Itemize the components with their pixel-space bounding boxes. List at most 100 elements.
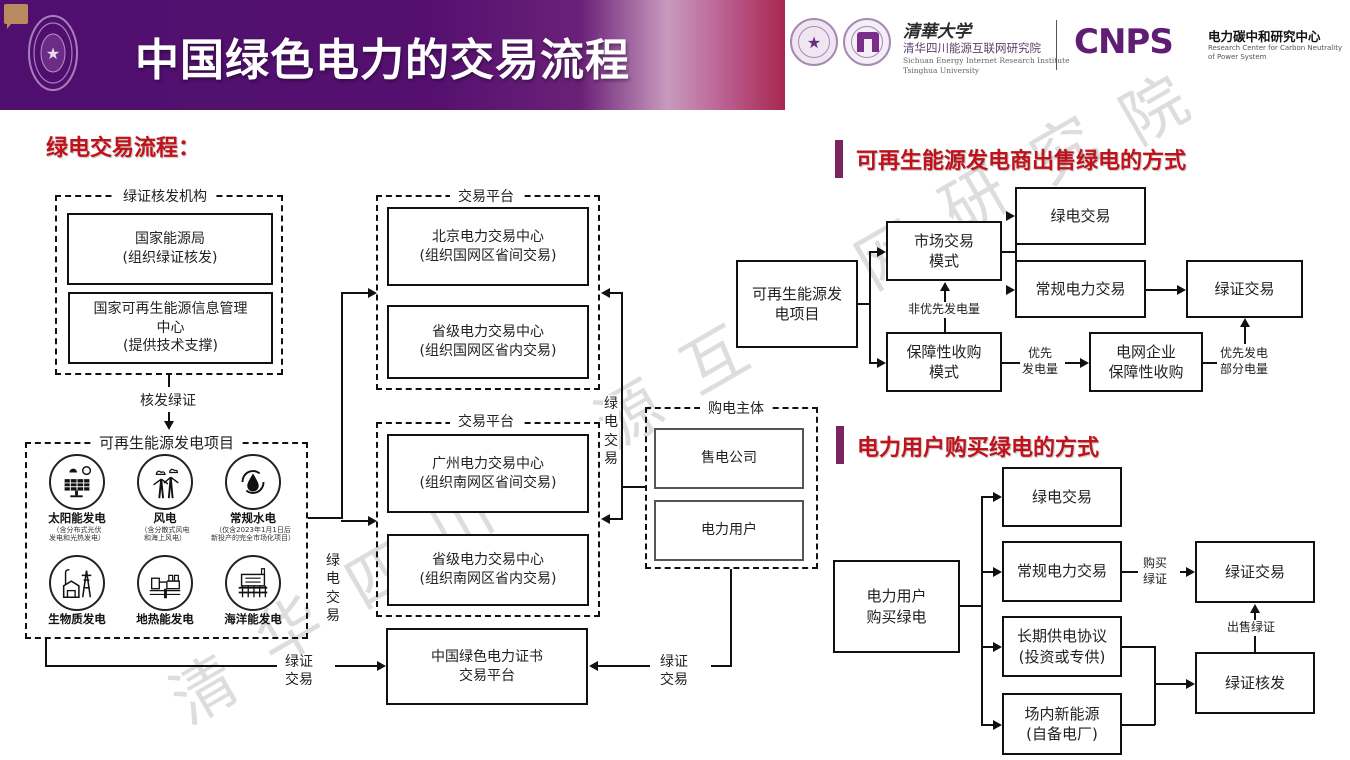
buyer-regular-trade-box[interactable]: 常规电力交易 — [1002, 541, 1122, 602]
buyer-cert-trade-box[interactable]: 绿证交易 — [1195, 541, 1315, 603]
connector-line — [341, 520, 369, 522]
arrow-right-icon — [1177, 285, 1186, 295]
arrow-up-icon — [940, 282, 950, 291]
south-provincial-center-box[interactable]: 省级电力交易中心 (组织南网区省内交易) — [387, 534, 589, 606]
priority-label: 优先发电量 — [1022, 346, 1059, 376]
connector-line — [981, 646, 993, 648]
connector-line — [1002, 362, 1020, 364]
sell-cert-label: 出售绿证 — [1226, 620, 1277, 636]
connector-line — [981, 571, 993, 573]
connector-line — [621, 292, 623, 520]
connector-line — [960, 605, 982, 607]
geothermal-plant-icon — [137, 555, 193, 611]
connector-line — [1015, 215, 1017, 290]
watermark-char: 清 — [158, 643, 252, 740]
arrow-right-icon — [1186, 567, 1195, 577]
nea-box-title: 国家能源局 — [135, 231, 205, 248]
energy-note: 发电和光热发电） — [49, 534, 105, 543]
box-title: 常规电力交易 — [1035, 279, 1126, 298]
cnps-name-en: Research Center for Carbon Neutrality — [1208, 44, 1343, 52]
connector-line — [981, 724, 993, 726]
box-title-2: 电项目 — [774, 305, 820, 323]
biomass-plant-icon — [49, 555, 105, 611]
grid-purchase-box[interactable]: 电网企业 保障性收购 — [1089, 332, 1203, 392]
box-role: (组织南网区省内交易) — [419, 571, 557, 587]
box-title: 绿电交易 — [1031, 487, 1092, 506]
box-title: 电网企业 — [1115, 342, 1176, 361]
box-title-2: 交易平台 — [459, 667, 515, 684]
cert-trade-right-label: 绿证交易 — [660, 654, 688, 689]
arrow-up-icon — [1240, 318, 1250, 327]
ppa-box[interactable]: 长期供电协议 (投资或专供) — [1002, 616, 1122, 677]
info-center-title: 国家可再生能源信息管理 — [93, 300, 248, 317]
seller-section-bar — [835, 140, 843, 178]
connector-line — [598, 665, 650, 667]
seller-cert-trade-box[interactable]: 绿证交易 — [1186, 260, 1303, 318]
energy-name: 生物质发电 — [48, 612, 106, 626]
arrow-right-icon — [368, 288, 377, 298]
seller-regular-trade-box[interactable]: 常规电力交易 — [1015, 260, 1146, 318]
beijing-trading-center-box[interactable]: 北京电力交易中心 (组织国网区省间交易) — [387, 207, 589, 286]
connector-line — [45, 665, 277, 667]
connector-line — [168, 412, 170, 422]
box-title: 省级电力交易中心 — [432, 324, 544, 341]
wind-turbine-icon — [137, 454, 193, 510]
arrow-right-icon — [1186, 679, 1195, 689]
box-title: 绿电交易 — [1050, 206, 1111, 225]
issue-cert-label: 核发绿证 — [140, 393, 196, 409]
renewable-project-group-label: 可再生能源发电项目 — [91, 432, 243, 453]
box-role: (组织国网区省间交易) — [419, 247, 557, 264]
cert-issue-box[interactable]: 绿证核发 — [1195, 652, 1315, 714]
connector-line — [1154, 683, 1187, 685]
guangzhou-trading-center-box[interactable]: 广州电力交易中心 (组织南网区省间交易) — [387, 434, 589, 513]
connector-line — [981, 496, 993, 498]
connector-line — [1122, 646, 1155, 648]
box-title: 场内新能源 — [1024, 704, 1100, 723]
connector-line — [621, 486, 646, 488]
green-cert-platform-box[interactable]: 中国绿色电力证书 交易平台 — [386, 628, 588, 705]
cnps-name-cn: 电力碳中和研究中心 — [1208, 29, 1321, 44]
connector-line — [981, 496, 983, 725]
connector-line — [609, 518, 623, 520]
energy-item-biomass: 生物质发电 — [31, 555, 123, 627]
north-platform-group-label: 交易平台 — [450, 186, 522, 206]
seller-source-box[interactable]: 可再生能源发 电项目 — [736, 260, 858, 348]
connector-line — [858, 303, 870, 305]
nea-box[interactable]: 国家能源局 (组织绿证核发) — [67, 213, 273, 285]
comment-note-icon[interactable] — [4, 4, 28, 29]
retail-company-box[interactable]: 售电公司 — [654, 428, 804, 489]
institute-name-en: Sichuan Energy Internet Research Institu… — [903, 56, 1070, 65]
hydro-drop-icon — [225, 454, 281, 510]
connector-line — [1146, 289, 1178, 291]
energy-note: 和海上风电） — [144, 534, 186, 543]
power-user-box[interactable]: 电力用户 — [654, 500, 804, 561]
connector-line — [730, 569, 732, 667]
connector-line — [1065, 362, 1081, 364]
connector-line — [308, 517, 342, 519]
arrow-right-icon — [1006, 211, 1015, 221]
arrow-right-icon — [993, 642, 1002, 652]
buyer-source-box[interactable]: 电力用户 购买绿电 — [833, 560, 960, 653]
connector-line — [1154, 646, 1156, 725]
guarantee-mode-box[interactable]: 保障性收购 模式 — [886, 332, 1002, 392]
institute-name-cn: 清华四川能源互联网研究院 — [903, 41, 1041, 55]
buyer-green-trade-box[interactable]: 绿电交易 — [1002, 467, 1122, 527]
connector-line — [711, 665, 732, 667]
non-priority-label: 非优先发电量 — [906, 302, 983, 318]
energy-item-ocean: 海洋能发电 — [207, 555, 299, 627]
box-title: 绿证核发 — [1224, 673, 1285, 692]
tsinghua-seal-icon: ★ — [28, 14, 78, 92]
ocean-platform-icon — [225, 555, 281, 611]
connector-line — [341, 292, 343, 519]
energy-note: （仅含2023年1月1日后 — [215, 525, 291, 534]
energy-name: 地热能发电 — [136, 612, 194, 626]
solar-panel-icon — [49, 454, 105, 510]
onsite-box[interactable]: 场内新能源 (自备电厂) — [1002, 693, 1122, 755]
arrow-right-icon — [877, 358, 886, 368]
market-mode-box[interactable]: 市场交易 模式 — [886, 221, 1002, 281]
renewable-info-center-box[interactable]: 国家可再生能源信息管理 中心 (提供技术支撑) — [68, 292, 273, 364]
north-provincial-center-box[interactable]: 省级电力交易中心 (组织国网区省内交易) — [387, 305, 589, 379]
seller-green-trade-box[interactable]: 绿电交易 — [1015, 187, 1146, 245]
box-title: 市场交易 — [913, 231, 974, 250]
connector-line — [1122, 724, 1155, 726]
